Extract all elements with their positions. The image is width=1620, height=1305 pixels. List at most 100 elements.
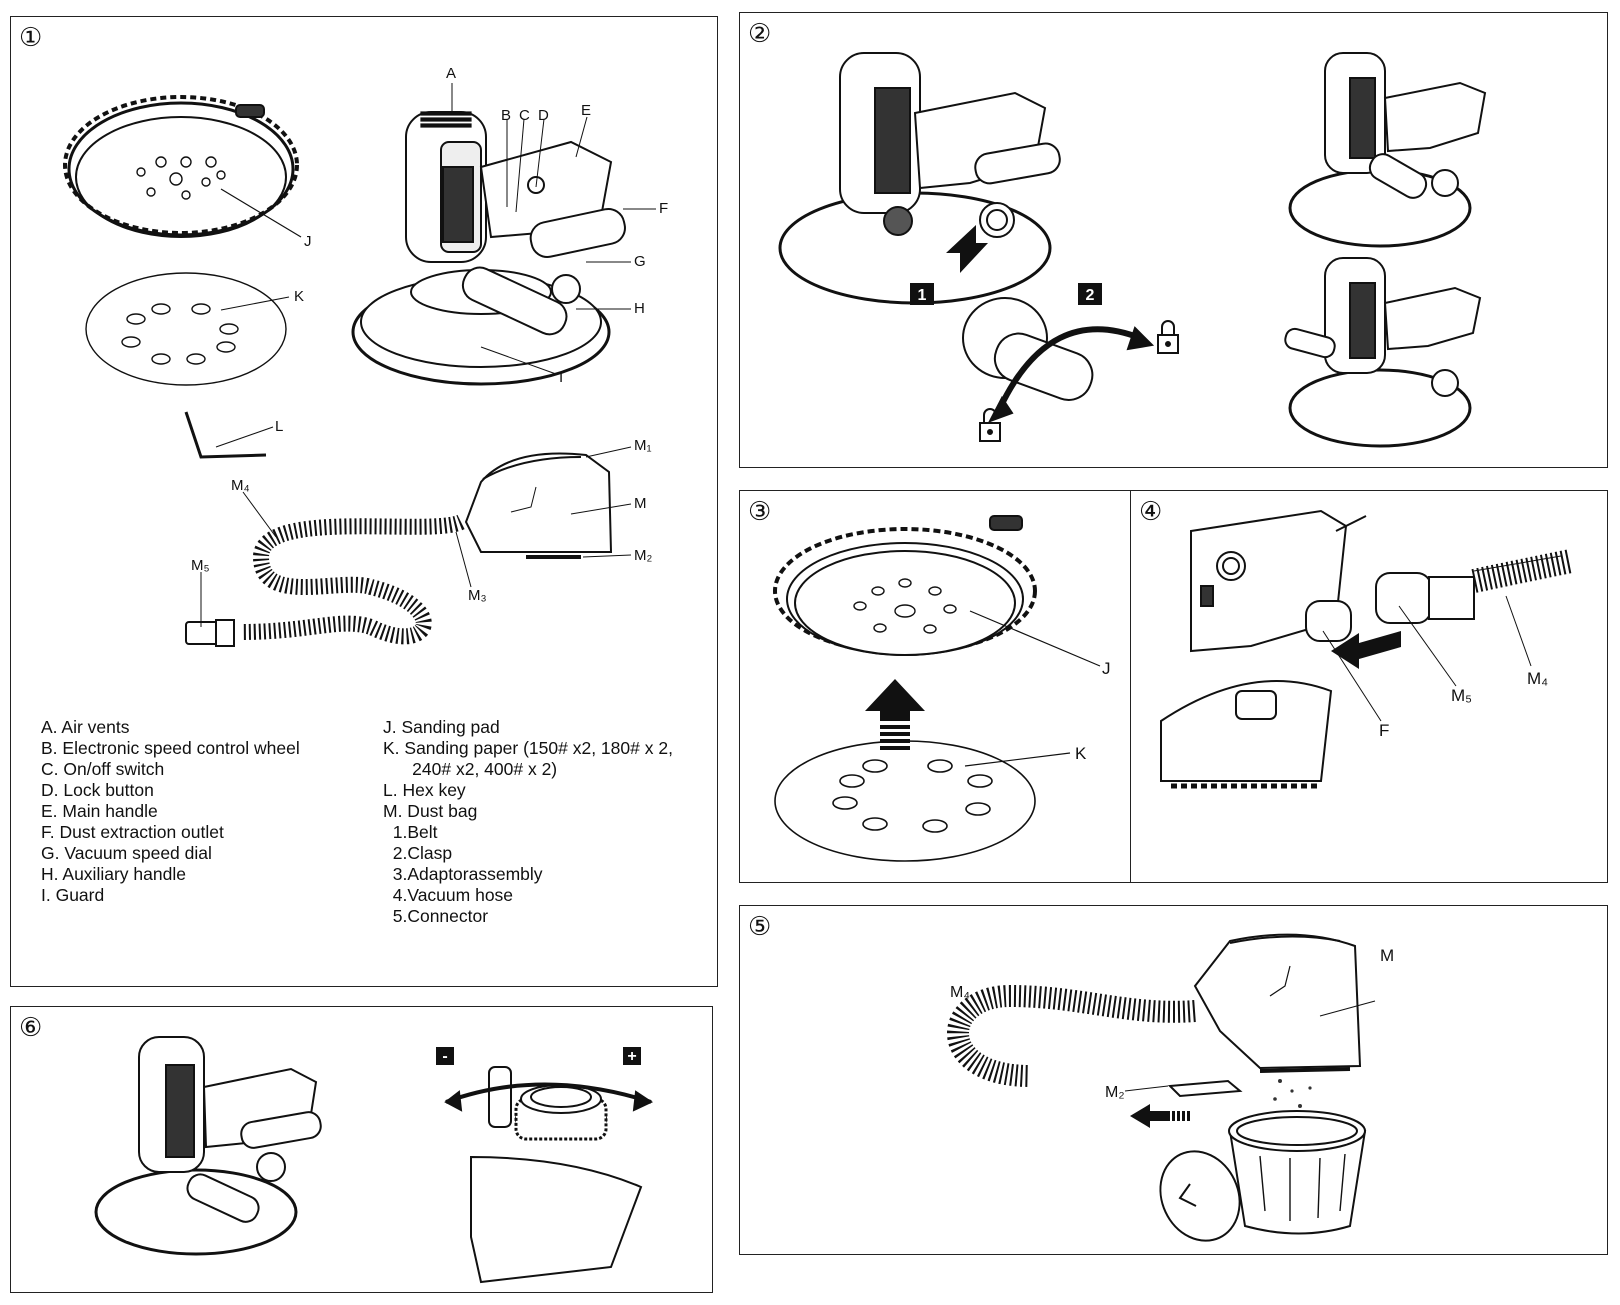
sanding-paper-drawing bbox=[85, 272, 290, 386]
bag-callout-lines bbox=[200, 446, 632, 627]
minus-sign: - bbox=[442, 1048, 447, 1065]
legend-item: C. On/off switch bbox=[41, 759, 165, 779]
sander-icon bbox=[94, 1036, 322, 1256]
sander-icon bbox=[1284, 257, 1482, 448]
callout-G: G bbox=[634, 253, 646, 270]
handle-illustration: 1 2 bbox=[778, 52, 1487, 448]
callout-B: B bbox=[501, 107, 512, 124]
step-2-box bbox=[1078, 283, 1102, 305]
callout-M5: M₅ bbox=[1451, 686, 1473, 705]
callout-K: K bbox=[294, 288, 305, 305]
legend-item: M. Dust bag bbox=[383, 801, 478, 821]
panel-number: ② bbox=[748, 19, 772, 49]
callout-J: J bbox=[1102, 659, 1111, 678]
callout-M5: M₅ bbox=[191, 557, 210, 574]
vacuum-speed-illustration: - + bbox=[94, 1036, 654, 1284]
legend-item: 2.Clasp bbox=[383, 843, 453, 863]
panel-3-sanding-paper: ③ J K bbox=[739, 490, 1131, 883]
callout-H: H bbox=[634, 300, 645, 317]
arrow-icon bbox=[865, 679, 925, 750]
callout-D: D bbox=[538, 107, 549, 124]
callout-E: E bbox=[581, 102, 592, 119]
legend-item: B. Electronic speed control wheel bbox=[41, 738, 300, 758]
legend-item: I. Guard bbox=[41, 885, 105, 905]
panel-number: ③ bbox=[748, 497, 772, 527]
sanding-pad-drawing bbox=[773, 515, 1101, 667]
panel-number: ⑥ bbox=[19, 1013, 43, 1043]
legend-item: E. Main handle bbox=[41, 801, 158, 821]
callout-K: K bbox=[1075, 744, 1087, 763]
legend-right: J. Sanding pad K. Sanding paper (150# x2… bbox=[383, 717, 673, 927]
components-illustration bbox=[63, 83, 656, 647]
callout-M4: M₄ bbox=[1527, 669, 1549, 688]
callout-F: F bbox=[659, 200, 669, 217]
callout-I: I bbox=[559, 369, 564, 386]
callout-M2: M₂ bbox=[1105, 1084, 1125, 1101]
trash-bin-icon bbox=[1159, 1110, 1367, 1242]
sander-icon bbox=[1288, 52, 1487, 248]
plus-sign-box bbox=[623, 1047, 641, 1065]
callout-M: M bbox=[1380, 946, 1395, 965]
step-1-label: 1 bbox=[918, 287, 927, 304]
legend-item: J. Sanding pad bbox=[383, 717, 500, 737]
unlock-icon bbox=[979, 408, 1001, 442]
sander-drawing bbox=[351, 111, 626, 386]
sanding-paper-illustration bbox=[773, 515, 1101, 862]
callout-M3: M₃ bbox=[468, 587, 487, 604]
panel-1-components: ① bbox=[10, 16, 718, 987]
legend-item: 240# x2, 400# x 2) bbox=[383, 759, 558, 779]
legend-item: 5.Connector bbox=[383, 906, 489, 926]
legend-item: K. Sanding paper (150# x2, 180# x 2, bbox=[383, 738, 673, 758]
aux-handle-drawing bbox=[962, 297, 1155, 423]
legend-item: F. Dust extraction outlet bbox=[41, 822, 224, 842]
hex-key-drawing bbox=[184, 411, 274, 459]
sander-icon bbox=[778, 52, 1061, 305]
panel-5-empty-dust-bag: ⑤ bbox=[739, 905, 1608, 1255]
sanding-pad-drawing bbox=[63, 95, 302, 238]
sanding-paper-drawing bbox=[774, 740, 1071, 862]
callout-M4: M₄ bbox=[231, 477, 250, 494]
callout-L: L bbox=[275, 418, 284, 435]
panel-number: ④ bbox=[1139, 497, 1163, 527]
arrow-icon bbox=[1130, 1104, 1190, 1128]
legend-item: 3.Adaptorassembly bbox=[383, 864, 543, 884]
plus-sign: + bbox=[627, 1048, 636, 1065]
hose-connector-drawing bbox=[1375, 549, 1574, 624]
hose-and-bag-drawing bbox=[185, 452, 613, 647]
legend-left: A. Air vents B. Electronic speed control… bbox=[41, 717, 300, 906]
legend-item: 4.Vacuum hose bbox=[383, 885, 514, 905]
callout-lines bbox=[1322, 595, 1532, 722]
panel-6-vacuum-speed: ⑥ - + bbox=[10, 1006, 713, 1293]
panel-4-hose-connection: ④ M₅ M₄ F bbox=[1130, 490, 1608, 883]
callout-M: M bbox=[634, 495, 647, 512]
arrow-icon bbox=[946, 225, 988, 273]
step-1-box bbox=[910, 283, 934, 305]
legend-item: D. Lock button bbox=[41, 780, 154, 800]
step-2-label: 2 bbox=[1086, 287, 1095, 304]
lock-icon bbox=[1157, 320, 1179, 354]
callout-M2: M₂ bbox=[634, 547, 653, 564]
callout-C: C bbox=[519, 107, 530, 124]
legend-item: G. Vacuum speed dial bbox=[41, 843, 212, 863]
clasp-drawing bbox=[1124, 1079, 1243, 1098]
callout-J: J bbox=[304, 233, 312, 250]
panel-number: ⑤ bbox=[748, 912, 772, 942]
panel-number: ① bbox=[19, 23, 43, 53]
hose-connection-illustration bbox=[1160, 509, 1574, 789]
sander-callout-lines bbox=[451, 83, 656, 375]
legend-item: A. Air vents bbox=[41, 717, 130, 737]
panel-2-auxiliary-handle: ② 1 2 bbox=[739, 12, 1608, 468]
hose-and-bag-drawing bbox=[947, 933, 1376, 1087]
minus-sign-box bbox=[436, 1047, 454, 1065]
callout-F: F bbox=[1379, 721, 1390, 740]
callout-A: A bbox=[446, 65, 457, 82]
callout-M4: M₄ bbox=[950, 984, 970, 1001]
empty-bag-illustration bbox=[947, 933, 1376, 1242]
vacuum-dial-drawing bbox=[444, 1066, 654, 1284]
callout-M1: M₁ bbox=[634, 437, 652, 454]
legend-item: L. Hex key bbox=[383, 780, 466, 800]
arrow-icon bbox=[1331, 631, 1401, 669]
legend-item: 1.Belt bbox=[383, 822, 438, 842]
sander-closeup-drawing bbox=[1160, 509, 1367, 789]
legend-item: H. Auxiliary handle bbox=[41, 864, 186, 884]
